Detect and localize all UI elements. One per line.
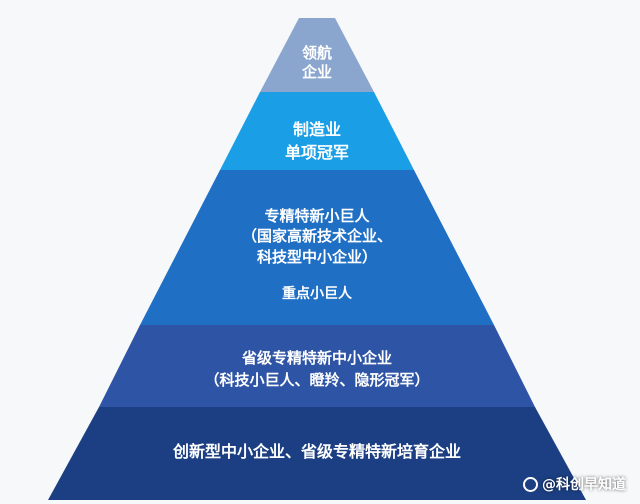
tier-3-line-2: （国家高新技术企业、 (241, 227, 392, 246)
tier-4-band (99, 325, 535, 407)
tier-4-line-1: 省级专精特新中小企业 (241, 349, 392, 367)
tier-3-band (140, 170, 494, 325)
tier-2-band (220, 92, 414, 170)
watermark-text: @科创早知道 (542, 477, 626, 493)
tier-1-line-2: 企业 (301, 62, 332, 81)
tier-2-line-2: 单项冠军 (284, 143, 349, 163)
tier-2-line-1: 制造业 (292, 120, 341, 139)
watermark-logo-icon (523, 476, 538, 492)
tier-3-line-3: 科技型中小企业） (256, 247, 377, 266)
tier-3-line-1: 专精特新小巨人 (264, 207, 370, 225)
tier-1-label: 领航 企业 (267, 44, 367, 82)
tier-4-line-2: （科技小巨人、瞪羚、隐形冠军） (204, 370, 430, 389)
tier-5-label: 创新型中小企业、省级专精特新培育企业 (117, 442, 517, 462)
tier-5-band (48, 407, 586, 500)
tier-3-label: 专精特新小巨人 （国家高新技术企业、 科技型中小企业） (187, 206, 447, 267)
tier-1-band (260, 18, 374, 92)
watermark: @科创早知道 (523, 474, 626, 494)
tier-3-sub-label: 重点小巨人 (282, 286, 352, 302)
tier-2-label: 制造业 单项冠军 (237, 118, 397, 164)
tier-1-line-1: 领航 (301, 44, 332, 62)
tier-5-line-1: 创新型中小企业、省级专精特新培育企业 (172, 442, 461, 461)
tier-4-label: 省级专精特新中小企业 （科技小巨人、瞪羚、隐形冠军） (147, 348, 487, 392)
